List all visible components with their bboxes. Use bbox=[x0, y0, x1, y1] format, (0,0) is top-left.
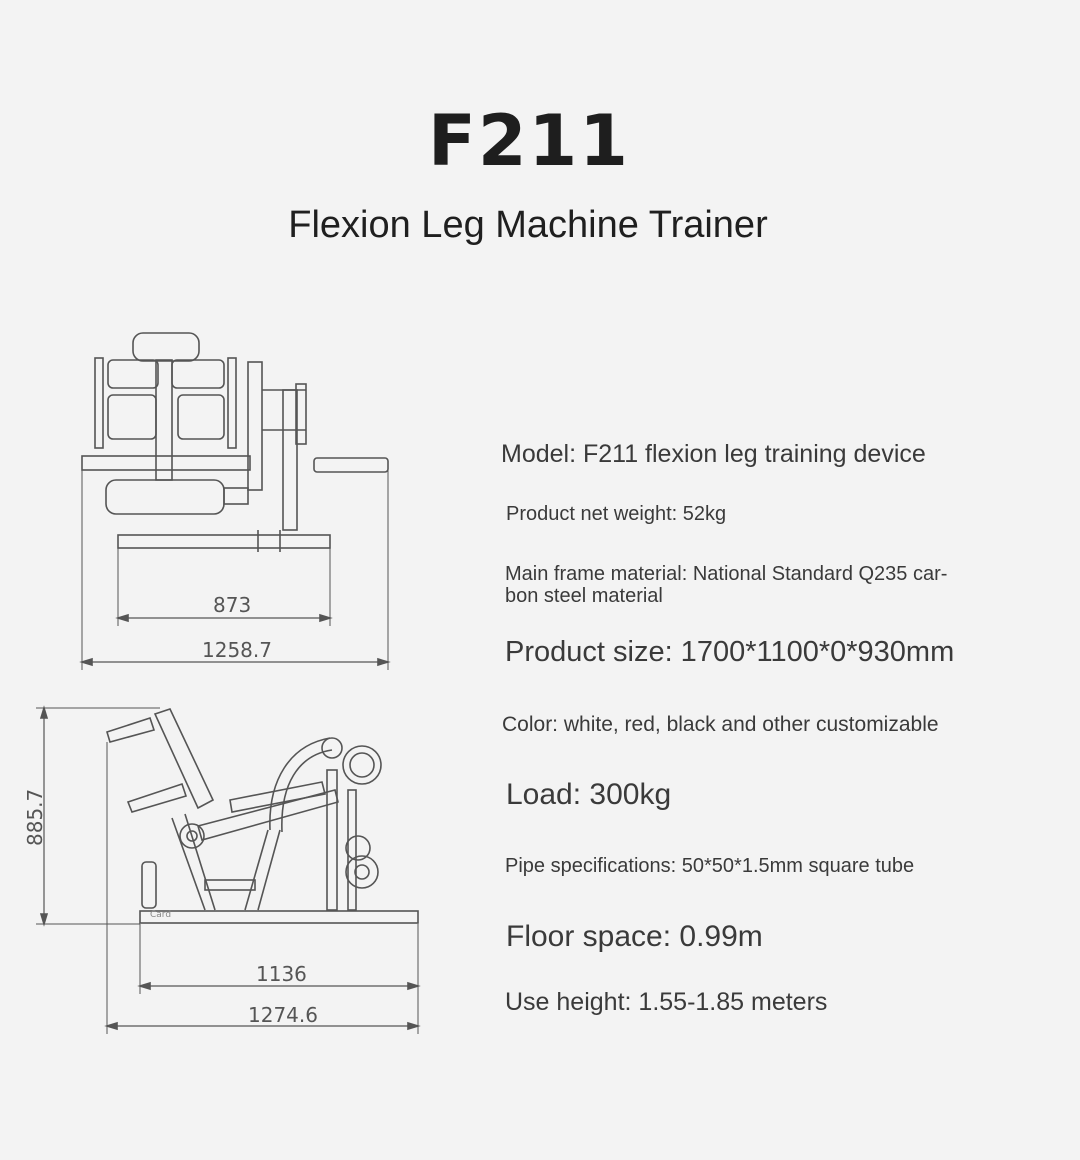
spec-net-weight: Product net weight: 52kg bbox=[506, 503, 727, 525]
spec-use-height: Use height: 1.55-1.85 meters bbox=[505, 988, 828, 1016]
top-view-dim-outer: 1258.7 bbox=[202, 638, 272, 662]
side-view-drawing bbox=[36, 705, 421, 1034]
spec-floor-space: Floor space: 0.99m bbox=[506, 920, 763, 953]
top-view-drawing bbox=[79, 332, 391, 670]
side-view-dim-outer: 1274.6 bbox=[248, 1003, 318, 1027]
product-subtitle: Flexion Leg Machine Trainer bbox=[288, 204, 768, 246]
side-view-dim-height: 885.7 bbox=[23, 789, 47, 846]
spec-color: Color: white, red, black and other custo… bbox=[502, 713, 939, 736]
side-view-dim-inner: 1136 bbox=[256, 962, 307, 986]
spec-frame-material: Main frame material: National Standard Q… bbox=[505, 563, 948, 607]
spec-model: Model: F211 flexion leg training device bbox=[501, 440, 926, 468]
product-title: F211 bbox=[428, 100, 630, 182]
top-view-dim-inner: 873 bbox=[213, 593, 251, 617]
spec-load: Load: 300kg bbox=[506, 778, 672, 811]
spec-pipe: Pipe specifications: 50*50*1.5mm square … bbox=[505, 855, 915, 877]
side-view-small-label: Card bbox=[150, 910, 171, 920]
spec-product-size: Product size: 1700*1100*0*930mm bbox=[505, 636, 955, 668]
